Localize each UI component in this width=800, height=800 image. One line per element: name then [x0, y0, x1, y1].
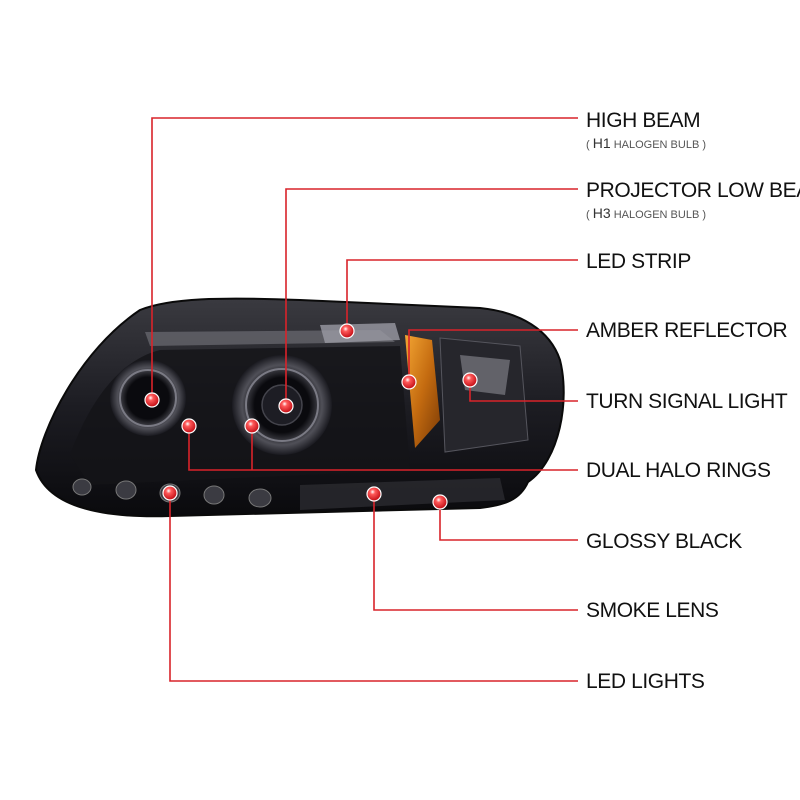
sub-projector-open: ( [586, 209, 593, 221]
amber-reflector-shape [405, 335, 440, 448]
dot-led-lights [162, 485, 178, 501]
leader-glossy-black [439, 502, 578, 541]
halo-ring-right-inner [245, 368, 319, 442]
dot-turn-signal [462, 372, 478, 388]
label-turn-signal-light: TURN SIGNAL LIGHT [586, 390, 788, 413]
leader-amber-reflector [408, 329, 578, 382]
label-glossy-black: GLOSSY BLACK [586, 530, 742, 553]
leader-smoke-lens [373, 494, 578, 611]
label-smoke-lens: SMOKE LENS [586, 599, 719, 622]
leader-led-strip [346, 259, 578, 331]
dot-halo-right [244, 418, 260, 434]
label-led-lights: LED LIGHTS [586, 670, 705, 693]
sub-high-beam-rest: HALOGEN BULB ) [610, 139, 706, 151]
led-light-1 [72, 478, 92, 496]
leader-lines [151, 117, 578, 682]
label-dual-halo-rings: DUAL HALO RINGS [586, 459, 771, 482]
callout-dots [144, 323, 478, 510]
sub-projector-low-beam: ( H3 HALOGEN BULB ) [586, 206, 706, 221]
sub-projector-bulb: H3 [592, 205, 611, 221]
dot-led-strip [339, 323, 355, 339]
dot-halo-left [181, 418, 197, 434]
label-amber-reflector: AMBER REFLECTOR [586, 319, 788, 342]
dot-amber-reflector [401, 374, 417, 390]
dot-glossy-black [432, 494, 448, 510]
sub-projector-rest: HALOGEN BULB ) [610, 209, 706, 221]
leader-halo-left [188, 426, 578, 471]
led-light-5 [248, 488, 272, 508]
label-projector-low-beam: PROJECTOR LOW BEAM [586, 179, 800, 202]
label-high-beam: HIGH BEAM [586, 109, 701, 132]
led-strip-bar [320, 323, 400, 343]
leader-led-lights [169, 493, 578, 682]
sub-high-beam-bulb: H1 [592, 135, 611, 151]
dot-high-beam [144, 392, 160, 408]
turn-signal-housing [439, 337, 529, 453]
label-led-strip: LED STRIP [586, 250, 691, 273]
dot-smoke-lens [366, 486, 382, 502]
sub-high-beam-open: ( [586, 139, 593, 151]
leader-high-beam [151, 117, 578, 400]
leader-projector-low-beam [285, 188, 578, 406]
sub-high-beam: ( H1 HALOGEN BULB ) [586, 136, 706, 151]
halo-ring-left-inner [119, 369, 177, 427]
lower-trim [300, 478, 505, 510]
led-light-2 [115, 480, 137, 500]
dot-projector-low-beam [278, 398, 294, 414]
led-light-4 [203, 485, 225, 505]
